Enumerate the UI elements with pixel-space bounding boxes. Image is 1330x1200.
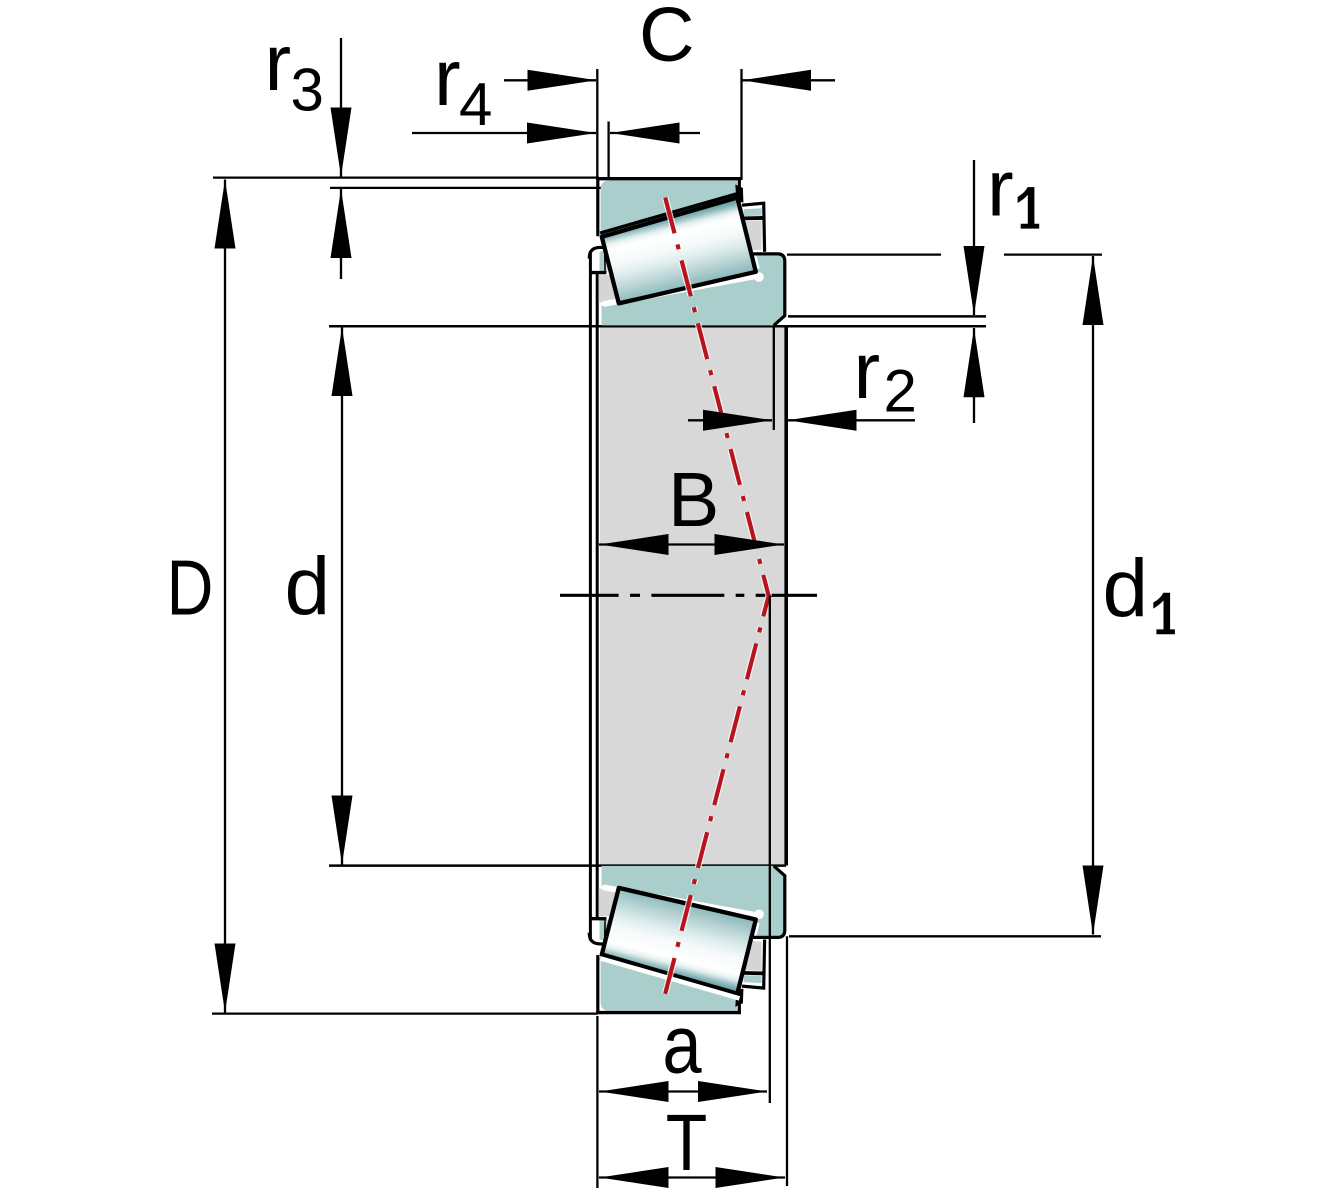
svg-text:r: r [434,33,461,122]
svg-text:4: 4 [459,71,492,138]
svg-text:2: 2 [884,358,917,425]
svg-text:T: T [666,1098,708,1187]
svg-text:C: C [639,0,695,78]
svg-text:r: r [987,144,1014,233]
svg-text:B: B [668,457,719,543]
svg-text:d: d [285,541,331,632]
svg-text:a: a [662,1000,702,1091]
svg-text:3: 3 [291,57,324,124]
svg-text:D: D [167,545,214,632]
svg-text:r: r [854,326,881,415]
svg-text:r: r [265,18,292,107]
svg-text:d: d [1103,543,1149,634]
